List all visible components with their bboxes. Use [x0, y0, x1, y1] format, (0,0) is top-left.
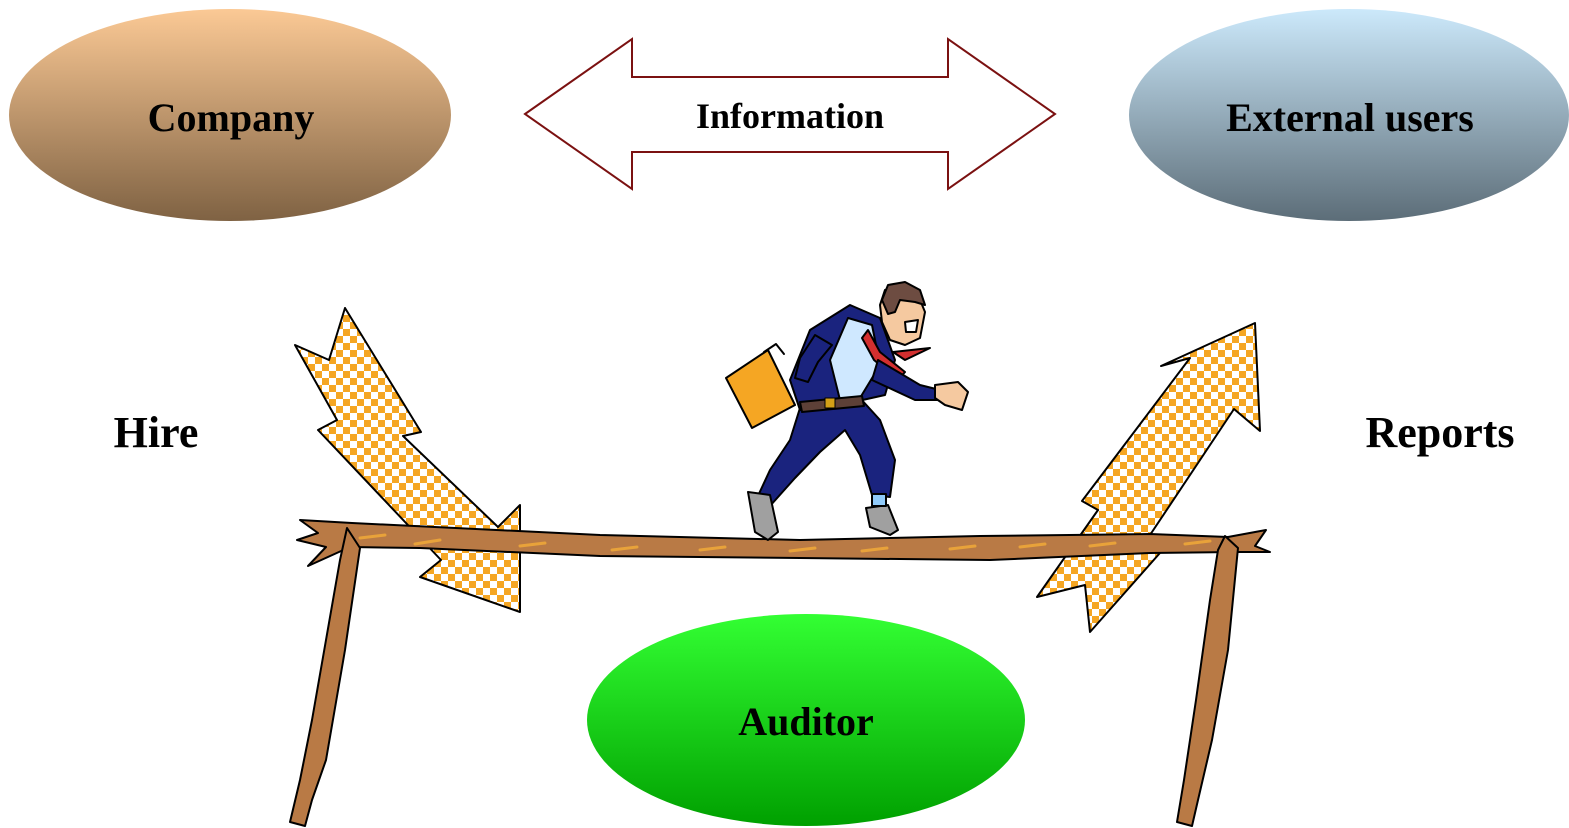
hire-label: Hire: [114, 408, 199, 457]
information-arrow: Information: [523, 37, 1057, 191]
external-users-label: External users: [1226, 95, 1474, 140]
auditor-node: Auditor: [587, 614, 1025, 826]
hire-arrow: [294, 307, 521, 613]
tightrope-log: [296, 519, 1271, 567]
businessman-figure: [725, 281, 969, 541]
external-users-node: External users: [1129, 9, 1569, 221]
company-node: Company: [9, 9, 451, 221]
auditor-label: Auditor: [738, 699, 874, 744]
information-label: Information: [696, 96, 884, 136]
right-post: [1176, 535, 1239, 827]
reports-label: Reports: [1365, 408, 1514, 457]
company-label: Company: [148, 95, 315, 140]
left-post: [289, 527, 361, 827]
